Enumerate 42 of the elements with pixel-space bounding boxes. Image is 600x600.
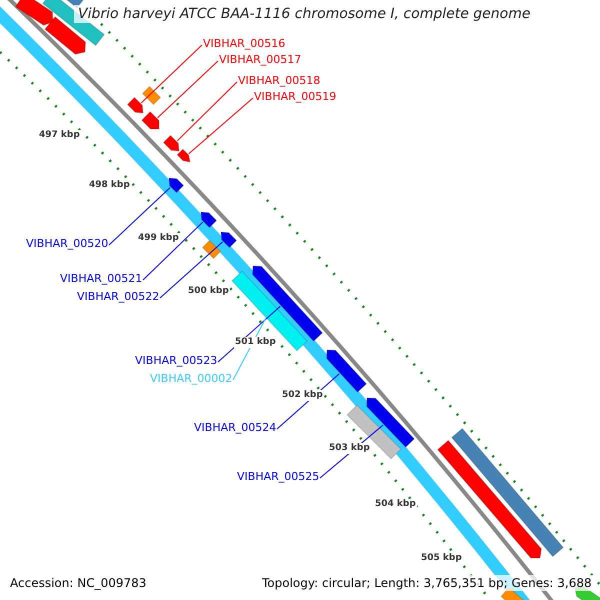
genome-summary: Topology: circular; Length: 3,765,351 bp; Genes: 3,688 [260, 575, 594, 591]
leader-line [140, 44, 202, 104]
gene-label: VIBHAR_00519 [254, 90, 336, 102]
accession-text: Accession: NC_009783 [8, 575, 148, 591]
scale-label: 502 kbp [281, 390, 324, 401]
gene-feature [162, 134, 180, 152]
gene-block [231, 270, 308, 352]
scale-label: 505 kbp [420, 553, 463, 564]
gene-feature [126, 96, 144, 114]
gene-block [142, 86, 162, 106]
gene-block [346, 404, 402, 460]
gene-feature [220, 231, 238, 248]
gene-label: VIBHAR_00518 [238, 74, 320, 86]
gene-block [202, 240, 222, 260]
scale-label: 504 kbp [374, 499, 417, 510]
gene-label: VIBHAR_00522 [77, 290, 160, 302]
leader-line [176, 82, 238, 142]
scale-label: 500 kbp [187, 286, 230, 297]
leader-line [188, 98, 254, 154]
gene-feature [326, 349, 368, 393]
leader-line [157, 60, 218, 118]
gene-label: VIBHAR_00516 [203, 38, 286, 48]
leader-line [142, 222, 204, 280]
scale-label: 501 kbp [234, 337, 277, 348]
leader-line [160, 242, 223, 298]
gene-label: VIBHAR_00517 [219, 54, 302, 64]
gene-feature [176, 148, 191, 163]
gene-label: VIBHAR_00524 [194, 422, 276, 432]
scale-label: 503 kbp [328, 443, 371, 454]
gene-feature [14, 0, 54, 26]
gene-feature [200, 211, 218, 228]
scale-label: 499 kbp [137, 233, 180, 244]
gene-label: VIBHAR_00521 [60, 272, 142, 284]
gene-label: VIBHAR_00525 [237, 470, 320, 482]
gene-feature [141, 111, 160, 130]
gene-label: VIBHAR_00523 [135, 354, 218, 366]
scale-label: 497 kbp [38, 130, 81, 141]
gene-feature [168, 177, 184, 194]
gene-label: VIBHAR_00520 [26, 238, 108, 248]
leader-line [108, 187, 171, 246]
scale-label: 498 kbp [88, 180, 131, 191]
gene-label: VIBHAR_00002 [150, 372, 232, 384]
